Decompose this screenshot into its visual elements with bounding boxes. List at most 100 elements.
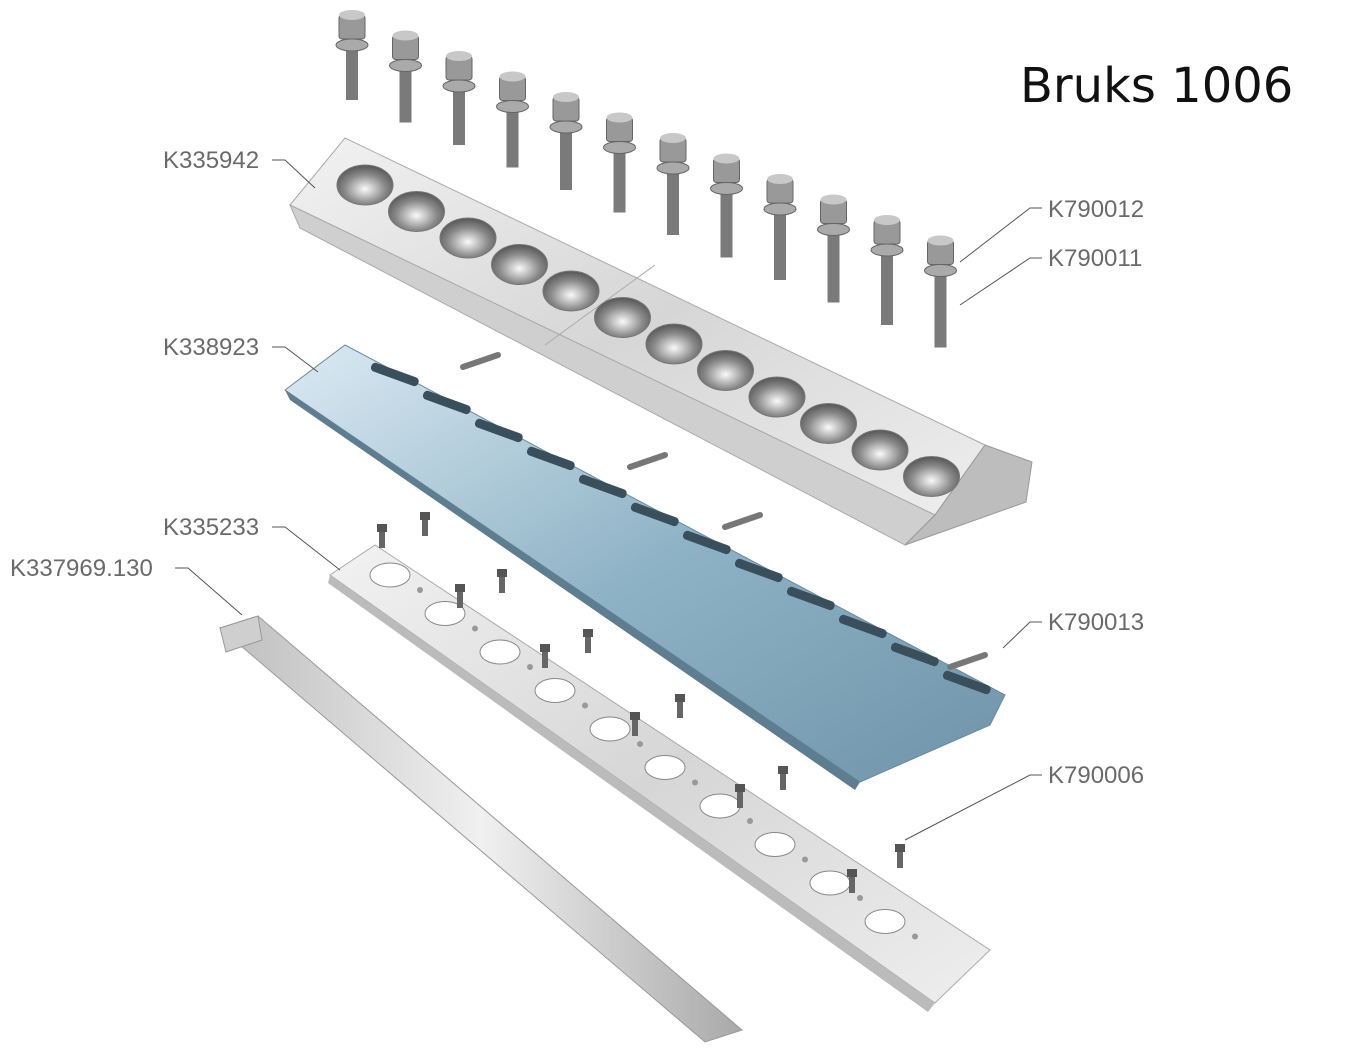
cap-screw-head	[847, 869, 857, 877]
plate-small-hole	[472, 625, 478, 632]
cap-screw-head	[420, 512, 430, 520]
bolt-shank	[667, 168, 679, 235]
knife-slot	[422, 390, 471, 415]
knife-slot	[474, 418, 523, 443]
cap-screw-head	[377, 524, 387, 532]
hex-head-top	[874, 215, 900, 225]
washer-icon	[763, 202, 797, 216]
countersunk-hole	[336, 164, 394, 206]
countersunk-hole	[851, 429, 909, 471]
cap-screw	[897, 850, 903, 868]
hex-head-top	[927, 235, 954, 246]
cap-screw	[585, 635, 591, 653]
cap-screw-head	[455, 584, 465, 592]
cap-screw	[780, 772, 786, 790]
bolt-shank	[613, 147, 626, 213]
cap-screw-head	[778, 766, 788, 774]
bolt-shank	[881, 250, 893, 325]
hex-head-top	[446, 51, 472, 61]
knife-blade	[284, 344, 1006, 790]
plate-small-hole	[527, 664, 533, 670]
knife-screw	[627, 452, 668, 470]
plate-hole	[754, 832, 796, 857]
plate-small-hole	[802, 856, 808, 863]
cap-screw	[677, 700, 683, 718]
hex-head-top	[606, 112, 633, 123]
countersunk-hole	[800, 403, 857, 444]
countersunk-hole	[542, 270, 600, 312]
washer-icon	[870, 243, 904, 257]
cap-screw	[542, 650, 548, 668]
washer-icon	[496, 100, 529, 113]
bolt	[389, 30, 422, 123]
bolt-shank	[399, 65, 412, 123]
bolt	[870, 215, 904, 325]
bolt-shank	[720, 188, 733, 258]
chipper-block	[289, 137, 1033, 546]
knife-screw	[722, 512, 763, 530]
cap-screw-head	[735, 784, 745, 792]
cap-screw	[379, 530, 385, 548]
knife-slot	[786, 586, 835, 611]
hex-head-top	[392, 30, 419, 41]
knife-slot	[734, 558, 783, 583]
anvil-bar	[218, 615, 744, 1043]
bolt	[603, 112, 636, 213]
bolt	[656, 133, 690, 235]
label-counter-plate: K335233	[163, 514, 260, 541]
leader-lines	[175, 159, 1042, 841]
bolt	[549, 92, 583, 190]
bolt	[817, 194, 850, 303]
countersunk-hole	[594, 297, 651, 338]
label-chipper-block: K335942	[163, 147, 260, 174]
cap-screw	[499, 575, 505, 593]
bolt-shank	[560, 127, 572, 190]
label-bolt: K790012	[1048, 196, 1145, 223]
label-plate-screw: K790006	[1048, 762, 1145, 789]
knife-slot	[370, 362, 419, 387]
plate-small-hole	[912, 933, 918, 940]
washer-icon	[710, 182, 743, 195]
bolt-shank	[506, 106, 519, 168]
plate-hole	[589, 716, 631, 742]
bolt-set	[335, 10, 957, 348]
plate-hole	[644, 755, 686, 780]
bolt	[335, 10, 369, 100]
hex-head-top	[820, 194, 847, 205]
hex-head-top	[660, 133, 686, 143]
hex-head-top	[339, 10, 365, 20]
plate-hole	[424, 601, 466, 626]
cap-screw-head	[540, 644, 550, 652]
plate-hole	[369, 562, 411, 588]
bolt	[924, 235, 957, 348]
cap-screw-head	[497, 569, 507, 577]
cap-screw-head	[895, 844, 905, 852]
bolt-shank	[346, 45, 358, 100]
hex-head-top	[713, 153, 740, 164]
bolt	[710, 153, 743, 258]
countersunk-hole	[439, 217, 497, 259]
plate-small-hole	[582, 702, 588, 709]
countersunk-hole	[697, 350, 754, 391]
bolt	[442, 51, 476, 145]
knife-slot	[682, 530, 731, 555]
label-knife-screw: K790013	[1048, 609, 1145, 636]
plate-small-hole	[857, 895, 863, 901]
cap-screw-head	[630, 712, 640, 720]
washer-icon	[656, 161, 690, 175]
bolt-shank	[934, 270, 947, 348]
plate-small-hole	[637, 741, 643, 747]
bolt-shank	[453, 86, 465, 145]
hex-head-top	[767, 174, 793, 184]
countersunk-hole	[645, 323, 703, 365]
knife-slot	[942, 670, 991, 695]
cap-screw	[422, 518, 428, 536]
knife-slot	[526, 446, 575, 471]
countersunk-hole	[748, 376, 806, 418]
countersunk-hole	[903, 456, 960, 497]
washer-icon	[603, 141, 636, 154]
hex-head-top	[499, 71, 526, 82]
label-knife: K338923	[163, 334, 260, 361]
